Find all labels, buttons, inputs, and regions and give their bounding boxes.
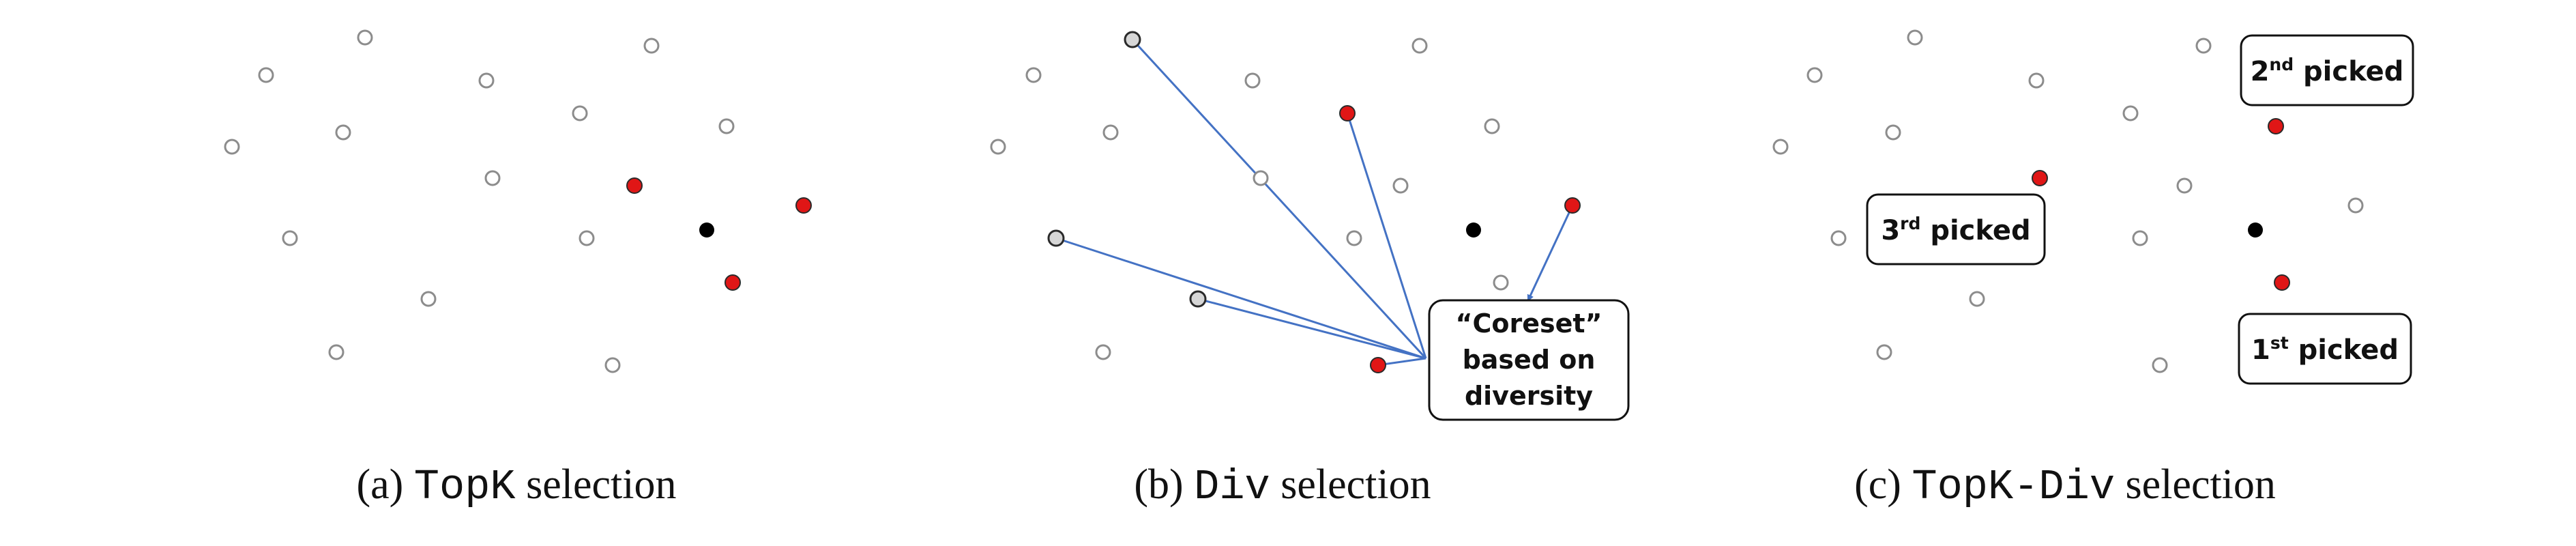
points-topk: [224, 29, 812, 373]
candidate-point: [604, 357, 621, 373]
label-second-text: picked: [2294, 56, 2403, 87]
candidate-point: [478, 72, 495, 89]
label-first-picked: 1st picked: [2238, 313, 2412, 385]
selected-point: [1564, 197, 1581, 214]
svg-text:2nd picked: 2nd picked: [2251, 55, 2404, 87]
coreset-connectors: [1055, 38, 1574, 367]
label-second-picked-box: [2240, 34, 2414, 106]
candidate-point: [1969, 291, 1985, 307]
candidate-point: [572, 105, 588, 121]
label-third-num: 3: [1881, 215, 1900, 246]
query-point: [699, 222, 714, 238]
candidate-point: [1493, 274, 1509, 291]
label-second-picked: 2nd picked: [2240, 34, 2414, 106]
coreset-callout-box: [1428, 299, 1630, 421]
caption-div: (b) Div selection: [1134, 461, 1431, 511]
coreset-callout-line3: diversity: [1465, 381, 1593, 411]
selected-point: [795, 197, 812, 214]
candidate-point: [1102, 124, 1119, 141]
connector-arrow: [1527, 205, 1574, 302]
selected-point: [1370, 357, 1386, 373]
candidate-point: [2028, 72, 2045, 89]
candidate-point: [990, 139, 1006, 155]
svg-text:1st picked: 1st picked: [2251, 333, 2399, 366]
coreset-callout-line2: based on: [1463, 345, 1596, 375]
query-point: [2248, 222, 2263, 238]
candidate-point: [224, 139, 240, 155]
candidate-point: [258, 67, 274, 83]
candidate-point: [420, 291, 437, 307]
coreset-point: [1047, 229, 1065, 247]
points-div: [990, 31, 1581, 373]
candidate-point: [1830, 230, 1847, 246]
selected-point: [2274, 274, 2290, 291]
panel-topk-div: 2nd picked 3rd picked 1st picked: [1772, 29, 2414, 385]
coreset-point: [1124, 31, 1141, 48]
candidate-point: [643, 38, 660, 54]
connector-line: [1197, 298, 1426, 360]
candidate-point: [1411, 38, 1428, 54]
selected-point: [1339, 105, 1356, 121]
candidate-point: [328, 344, 345, 360]
selected-point: [626, 177, 643, 194]
panel-topk: [224, 29, 812, 373]
selected-point: [724, 274, 741, 291]
label-third-picked: 3rd picked: [1866, 193, 2046, 265]
connector-line: [1131, 38, 1427, 360]
candidate-point: [1772, 139, 1789, 155]
candidate-point: [1346, 230, 1362, 246]
candidate-point: [1484, 118, 1500, 134]
candidate-point: [1392, 177, 1409, 194]
candidate-point: [335, 124, 351, 141]
label-first-text: picked: [2289, 334, 2399, 366]
candidate-point: [357, 29, 373, 46]
candidate-point: [2122, 105, 2139, 121]
candidate-point: [2132, 230, 2148, 246]
candidate-point: [1885, 124, 1901, 141]
label-second-num: 2: [2251, 56, 2270, 87]
candidate-point: [1253, 170, 1269, 186]
label-third-picked-box: [1866, 193, 2046, 265]
label-first-num: 1: [2251, 334, 2270, 366]
candidate-point: [1907, 29, 1923, 46]
coreset-callout-line1: “Coreset”: [1455, 308, 1602, 339]
candidate-point: [2347, 197, 2364, 214]
caption-topk: (a) TopK selection: [356, 461, 676, 511]
candidate-point: [1876, 344, 1892, 360]
candidate-point: [2195, 38, 2212, 54]
svg-text:3rd picked: 3rd picked: [1881, 214, 2030, 246]
candidate-point: [282, 230, 298, 246]
connector-line: [1055, 237, 1426, 360]
candidate-point: [718, 118, 735, 134]
label-first-picked-box: [2238, 313, 2412, 385]
connector-line: [1346, 113, 1427, 359]
panel-div: “Coreset” based on diversity: [990, 31, 1630, 421]
coreset-callout: “Coreset” based on diversity: [1428, 299, 1630, 421]
label-third-text: picked: [1920, 215, 2030, 246]
candidate-point: [2176, 177, 2193, 194]
label-first-sup: st: [2270, 333, 2289, 353]
coreset-point: [1189, 290, 1207, 308]
selected-point: [2268, 118, 2284, 134]
query-point: [1466, 222, 1481, 238]
candidate-point: [1025, 67, 1042, 83]
candidate-point: [1244, 72, 1261, 89]
caption-topk-div: (c) TopK-Div selection: [1854, 461, 2276, 511]
label-third-sup: rd: [1900, 214, 1920, 233]
candidate-point: [484, 170, 501, 186]
candidate-point: [1095, 344, 1111, 360]
label-second-sup: nd: [2269, 55, 2294, 74]
candidate-point: [579, 230, 595, 246]
candidate-point: [1806, 67, 1823, 83]
candidate-point: [2152, 357, 2168, 373]
selected-point: [2032, 170, 2048, 186]
points-topk-div: [1772, 29, 2364, 373]
